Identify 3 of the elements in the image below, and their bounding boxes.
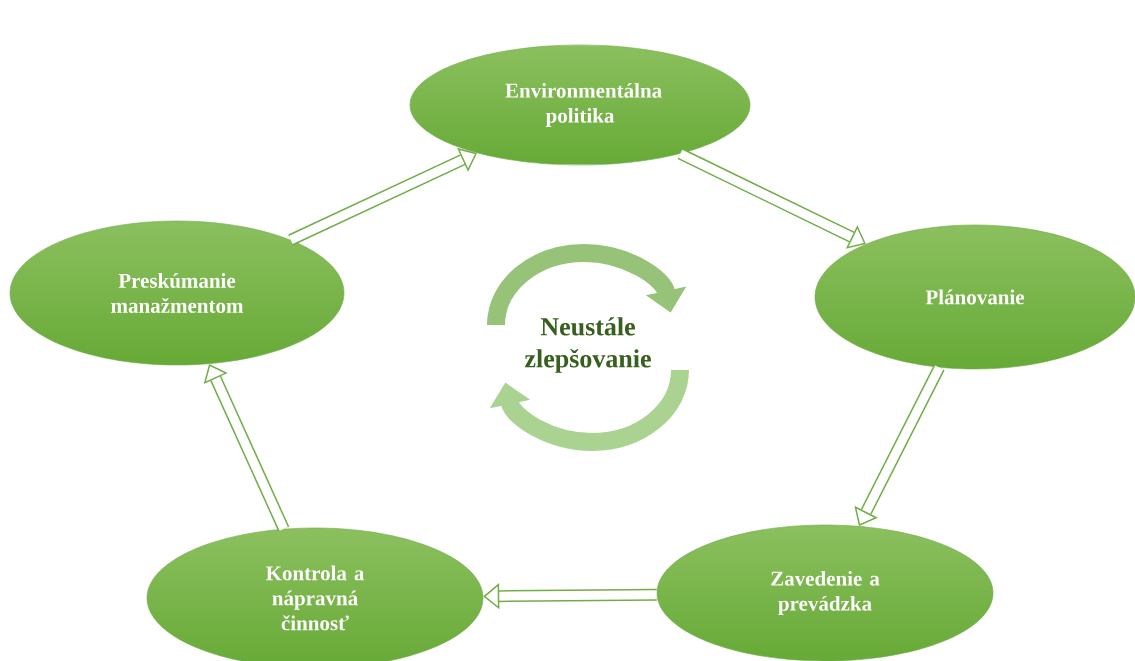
block-arrow: [483, 583, 657, 610]
center-label: Neustále zlepšovanie: [524, 317, 651, 373]
block-arrow: [677, 148, 866, 249]
